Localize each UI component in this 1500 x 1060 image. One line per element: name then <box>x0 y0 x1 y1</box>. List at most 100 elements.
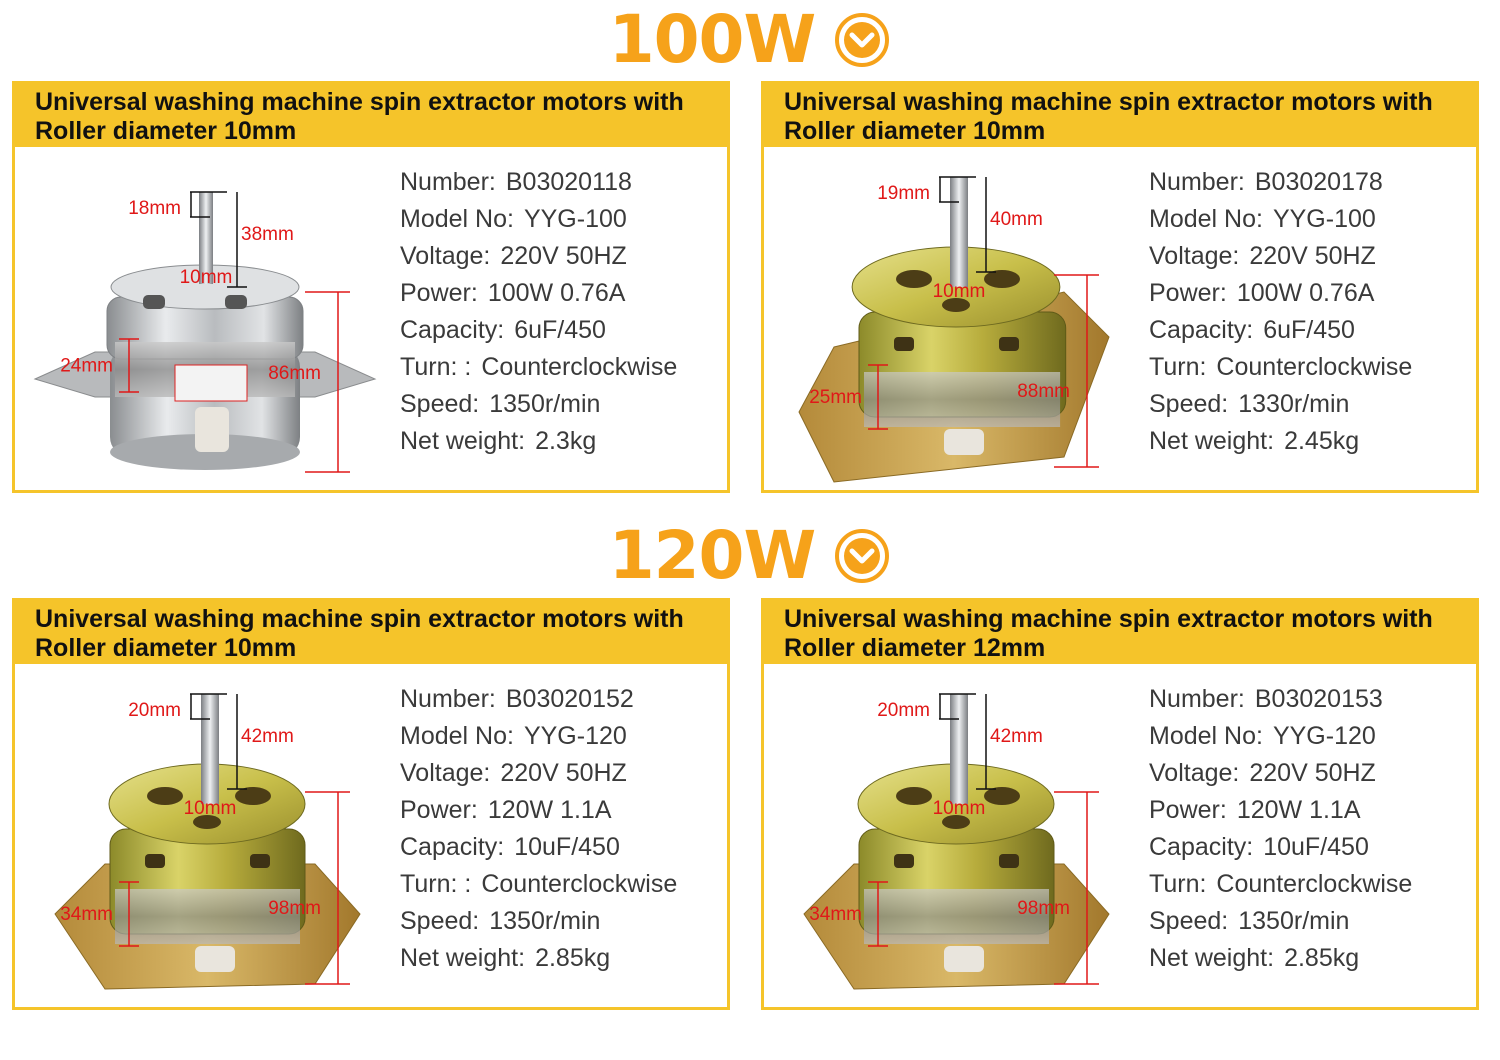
spec-label: Power: <box>1149 796 1227 824</box>
spec-row: Net weight:2.3kg <box>400 423 677 460</box>
card-title: Universal washing machine spin extractor… <box>764 601 1476 664</box>
product-card-1: Universal washing machine spin extractor… <box>12 81 730 493</box>
spec-label: Capacity: <box>400 833 505 861</box>
spec-row: Model No: YYG-100 <box>1149 201 1412 238</box>
dimension-label: 42mm <box>241 726 294 747</box>
card-title-line-1: Universal washing machine spin extractor… <box>35 605 684 633</box>
spec-row: Speed:1350r/min <box>400 903 677 940</box>
card-title: Universal washing machine spin extractor… <box>764 84 1476 147</box>
spec-label: Turn: : <box>400 870 472 898</box>
spec-value: YYG-120 <box>523 722 627 750</box>
spec-row: Number: B03020178 <box>1149 164 1412 201</box>
spec-value: YYG-100 <box>1272 205 1376 233</box>
spec-value: 1350r/min <box>1238 907 1350 935</box>
spec-label: Number: <box>1149 168 1245 196</box>
spec-row: Speed:1350r/min <box>400 386 677 423</box>
spec-value: 220V 50HZ <box>500 759 627 787</box>
spec-row: Voltage: 220V 50HZ <box>400 238 677 275</box>
spec-value: YYG-100 <box>523 205 627 233</box>
spec-label: Power: <box>1149 279 1227 307</box>
spec-row: Power:100W 0.76A <box>1149 275 1412 312</box>
spec-label: Voltage: <box>1149 242 1240 270</box>
spec-label: Net weight: <box>1149 427 1275 455</box>
card-title-line-1: Universal washing machine spin extractor… <box>35 88 684 116</box>
spec-label: Number: <box>1149 685 1245 713</box>
spec-row: Capacity: 6uF/450 <box>400 312 677 349</box>
product-card-4: Universal washing machine spin extractor… <box>761 598 1479 1010</box>
spec-label: Turn: <box>1149 353 1207 381</box>
spec-value: 6uF/450 <box>514 316 606 344</box>
spec-row: Model No: YYG-100 <box>400 201 677 238</box>
dimension-label: 86mm <box>268 363 321 384</box>
spec-label: Voltage: <box>400 759 491 787</box>
spec-row: Voltage: 220V 50HZ <box>400 755 677 792</box>
spec-row: Capacity: 6uF/450 <box>1149 312 1412 349</box>
dimension-label: 98mm <box>1017 898 1070 919</box>
section-heading-120w: 120W <box>0 516 1500 596</box>
spec-label: Net weight: <box>400 944 526 972</box>
spec-row: Number: B03020153 <box>1149 681 1412 718</box>
dimension-label: 40mm <box>990 209 1043 230</box>
spec-label: Turn: <box>1149 870 1207 898</box>
spec-value: B03020118 <box>505 168 632 196</box>
spec-value: 2.45kg <box>1284 427 1360 455</box>
spec-label: Model No: <box>1149 205 1263 233</box>
circle-chevron-down-icon <box>835 13 890 67</box>
motor-photo: 18mm 38mm 10mm 24mm 86mm <box>15 147 395 490</box>
dimension-annotations: 18mm 38mm 10mm 24mm 86mm <box>60 191 350 473</box>
spec-label: Voltage: <box>400 242 491 270</box>
dimension-label: 10mm <box>933 798 986 819</box>
product-card-3: Universal washing machine spin extractor… <box>12 598 730 1010</box>
spec-label: Speed: <box>400 390 480 418</box>
spec-label: Capacity: <box>1149 316 1254 344</box>
motor-illustration <box>33 192 377 470</box>
card-title-line-2: Roller diameter 10mm <box>35 117 297 145</box>
circle-chevron-down-icon <box>835 529 890 583</box>
dimension-label: 38mm <box>241 224 294 245</box>
spec-value: 120W 1.1A <box>487 796 612 824</box>
spec-row: Number:B03020118 <box>400 164 677 201</box>
dimension-label: 24mm <box>60 356 113 377</box>
spec-row: Speed:1330r/min <box>1149 386 1412 423</box>
spec-row: Model No: YYG-120 <box>400 718 677 755</box>
spec-label: Model No: <box>400 722 514 750</box>
spec-row: Power:100W 0.76A <box>400 275 677 312</box>
dimension-label: 20mm <box>128 700 181 721</box>
spec-label: Capacity: <box>1149 833 1254 861</box>
spec-label: Speed: <box>1149 390 1229 418</box>
spec-value: 6uF/450 <box>1263 316 1355 344</box>
spec-row: Net weight: 2.45kg <box>1149 423 1412 460</box>
section-heading-text: 120W <box>608 517 817 594</box>
spec-value: 220V 50HZ <box>500 242 627 270</box>
spec-label: Model No: <box>400 205 514 233</box>
spec-label: Power: <box>400 796 478 824</box>
section-heading-100w: 100W <box>0 0 1500 80</box>
card-title-line-2: Roller diameter 12mm <box>784 634 1046 662</box>
spec-label: Number: <box>400 685 496 713</box>
spec-label: Model No: <box>1149 722 1263 750</box>
dimension-label: 18mm <box>128 198 181 219</box>
spec-row: Net weight:2.85kg <box>400 940 677 977</box>
spec-value: B03020178 <box>1254 168 1383 196</box>
card-title: Universal washing machine spin extractor… <box>15 601 727 664</box>
spec-row: Speed:1350r/min <box>1149 903 1412 940</box>
spec-value: Counterclockwise <box>1216 353 1413 381</box>
motor-illustration <box>803 694 1110 990</box>
dimension-label: 10mm <box>180 267 233 288</box>
spec-label: Capacity: <box>400 316 505 344</box>
spec-value: 220V 50HZ <box>1249 759 1376 787</box>
spec-label: Net weight: <box>400 427 526 455</box>
spec-value: 10uF/450 <box>514 833 620 861</box>
spec-row: Power: 120W 1.1A <box>400 792 677 829</box>
dimension-label: 19mm <box>877 183 930 204</box>
spec-value: B03020153 <box>1254 685 1383 713</box>
spec-row: Turn:Counterclockwise <box>1149 866 1412 903</box>
dimension-label: 10mm <box>933 281 986 302</box>
